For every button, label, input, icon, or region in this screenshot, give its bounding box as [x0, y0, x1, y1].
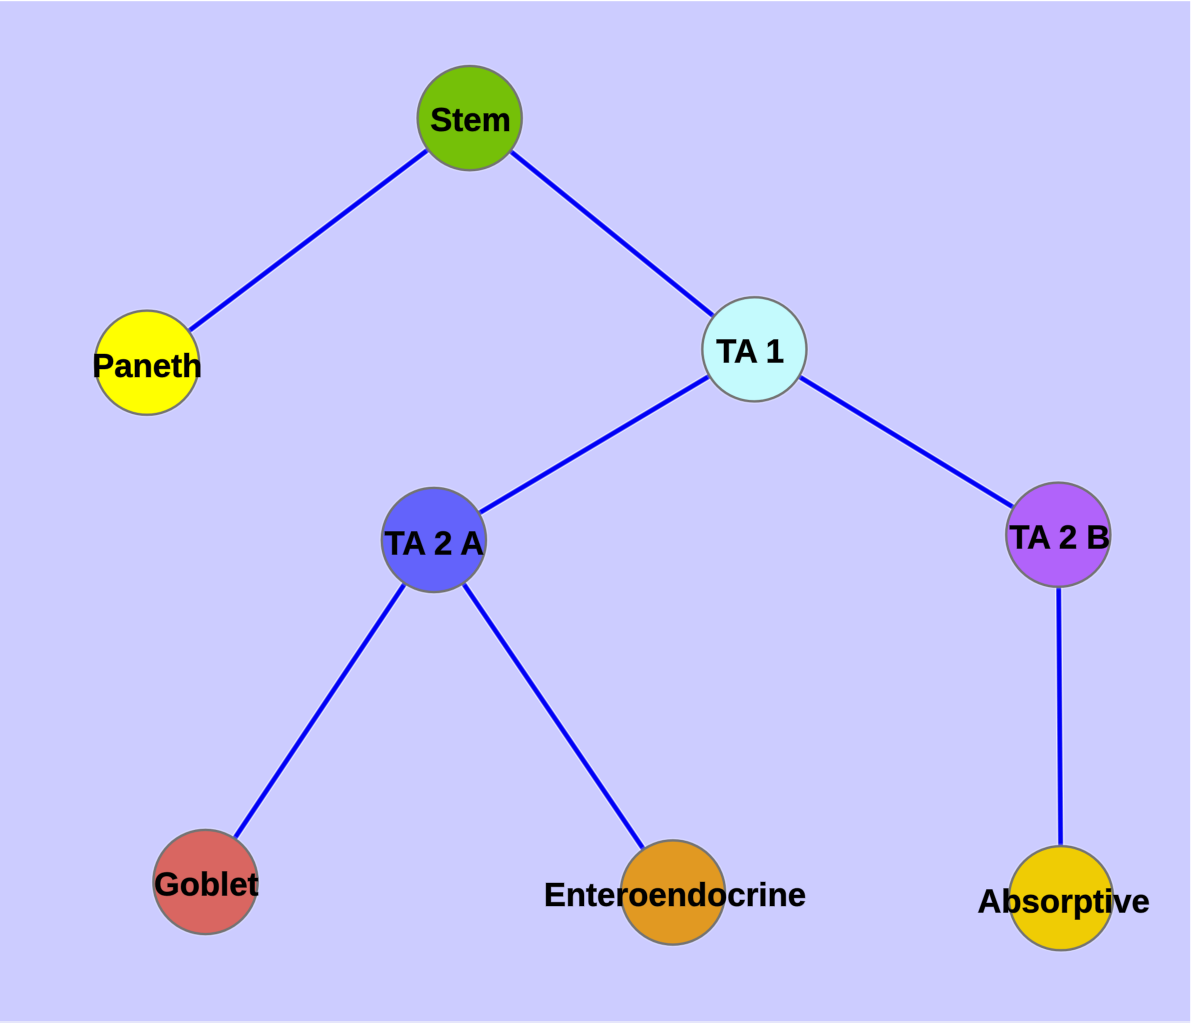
- svg-text:TA 2 A: TA 2 A: [384, 525, 484, 562]
- svg-text:TA 2 B: TA 2 B: [1009, 518, 1110, 555]
- svg-text:Absorptive: Absorptive: [978, 882, 1150, 919]
- svg-text:Goblet: Goblet: [154, 865, 259, 902]
- svg-text:Paneth: Paneth: [92, 347, 202, 384]
- svg-text:Enteroendocrine: Enteroendocrine: [544, 876, 806, 913]
- svg-text:TA 1: TA 1: [716, 332, 784, 369]
- svg-text:Stem: Stem: [430, 101, 511, 138]
